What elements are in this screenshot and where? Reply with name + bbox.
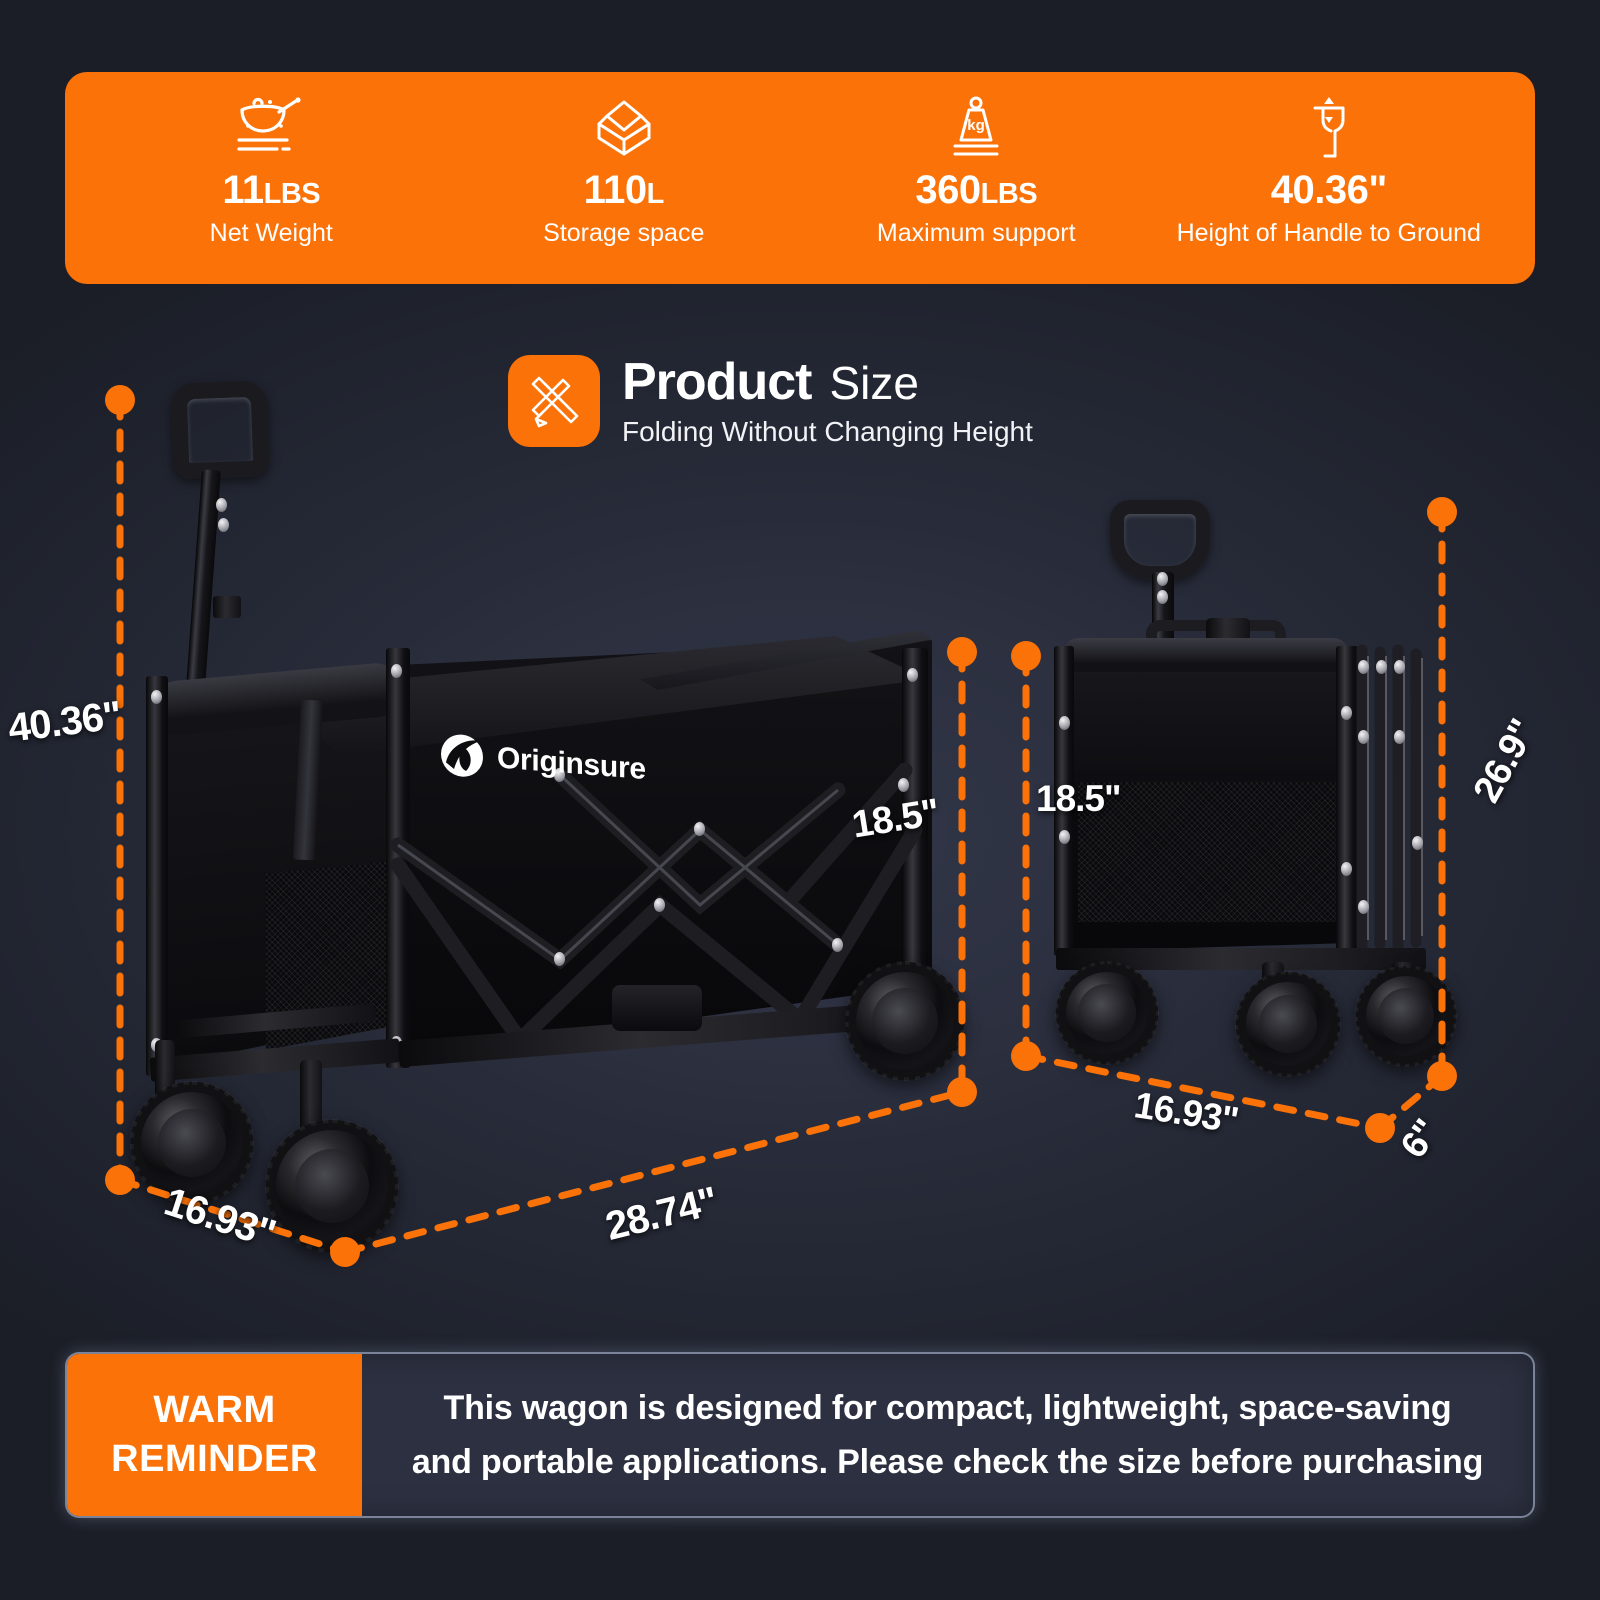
warm-reminder-banner: WARM REMINDER This wagon is designed for… — [65, 1352, 1535, 1518]
spec-banner: 11LBS Net Weight 110L Storage space — [65, 72, 1535, 284]
post-rivet — [1341, 706, 1352, 720]
brand-name: Originsure — [497, 741, 646, 787]
handle-coupler — [213, 596, 241, 618]
dimension-label-height-folded: 26.9" — [1465, 713, 1545, 810]
wagon-handle-grip — [170, 380, 270, 480]
wagon-wheel — [1236, 972, 1340, 1076]
warm-reminder-text: This wagon is designed for compact, ligh… — [362, 1354, 1533, 1516]
folded-handle-grip — [1110, 500, 1210, 580]
caster-fork — [300, 1060, 322, 1132]
wagon-corner-post — [386, 648, 410, 1068]
spec-label: Height of Handle to Ground — [1176, 219, 1481, 247]
handle-rivet — [216, 498, 227, 512]
brand-logo: Originsure — [440, 732, 646, 792]
wagon-wheel — [846, 962, 964, 1080]
scissor-rivet — [1376, 660, 1387, 674]
spec-value: 360LBS — [915, 168, 1038, 212]
dimension-label-height-unfolded: 40.36" — [5, 693, 124, 751]
spec-value: 40.36" — [1270, 168, 1388, 212]
scissor-rivet — [1358, 660, 1369, 674]
handle-height-icon — [1153, 94, 1506, 160]
handle-rivet — [1157, 572, 1168, 586]
spec-item-net-weight: 11LBS Net Weight — [95, 94, 448, 246]
wagon-wheel — [1356, 966, 1456, 1066]
folded-corner-post — [1336, 646, 1358, 956]
post-rivet — [151, 690, 162, 704]
kg-weight-icon: kg — [800, 94, 1153, 160]
warm-reminder-tag: WARM REMINDER — [67, 1354, 362, 1516]
open-box-icon — [448, 94, 801, 160]
scissor-rivet — [1358, 900, 1369, 914]
dimension-label-width-folded: 16.93" — [1131, 1084, 1241, 1141]
scissor-rivet — [554, 952, 565, 966]
warm-reminder-line2: and portable applications. Please check … — [411, 1443, 1484, 1481]
spec-item-maximum-support: kg 360LBS Maximum support — [800, 94, 1153, 246]
page-title: Product — [622, 353, 812, 411]
post-rivet — [907, 668, 918, 682]
weight-scale-icon — [95, 94, 448, 160]
dimension-label-depth-folded: 6" — [1392, 1112, 1447, 1166]
page-title-secondary: Size — [829, 357, 919, 409]
scissor-rivet — [1394, 660, 1405, 674]
warm-reminder-line1: This wagon is designed for compact, ligh… — [443, 1388, 1452, 1427]
originsure-logo-icon — [441, 734, 483, 777]
scissor-rivet — [554, 768, 565, 782]
dimension-label-length-unfolded: 28.74" — [601, 1178, 722, 1250]
page-subtitle: Folding Without Changing Height — [622, 416, 1033, 447]
scissor-rivet — [832, 938, 843, 952]
wagon-wheel — [266, 1120, 398, 1252]
scissor-rivet — [1412, 836, 1423, 850]
handle-rivet — [218, 518, 229, 532]
wagon-wheel — [1056, 962, 1158, 1064]
ruler-pencil-icon — [508, 355, 600, 447]
folded-mesh-pocket — [1078, 782, 1340, 922]
post-rivet — [1341, 862, 1352, 876]
folded-top-rail — [1062, 638, 1350, 672]
scissor-rivet — [694, 822, 705, 836]
spec-item-storage-space: 110L Storage space — [448, 94, 801, 246]
scissor-rivet — [654, 898, 665, 912]
post-rivet — [1059, 830, 1070, 844]
product-size-header: Product Size Folding Without Changing He… — [508, 355, 1033, 447]
warm-reminder-tag-line1: WARM — [153, 1389, 276, 1432]
handle-rivet — [1157, 590, 1168, 604]
spec-label: Maximum support — [876, 219, 1076, 247]
wagon-rear-foot — [612, 985, 702, 1031]
dimension-label-box-height-folded: 18.5" — [1036, 778, 1122, 819]
svg-text:kg: kg — [967, 117, 985, 134]
scissor-rivet — [1358, 730, 1369, 744]
spec-label: Net Weight — [209, 219, 333, 247]
spec-item-handle-height: 40.36" Height of Handle to Ground — [1153, 94, 1506, 246]
scissor-rivet — [898, 778, 909, 792]
scissor-rivet — [1394, 730, 1405, 744]
spec-value: 11LBS — [222, 168, 321, 212]
spec-value: 110L — [583, 168, 665, 212]
post-rivet — [391, 664, 402, 678]
spec-label: Storage space — [543, 219, 705, 247]
post-rivet — [1059, 716, 1070, 730]
warm-reminder-tag-line2: REMINDER — [111, 1438, 318, 1480]
folded-bottom-rail — [1056, 948, 1426, 970]
wagon-corner-post — [146, 676, 168, 1076]
